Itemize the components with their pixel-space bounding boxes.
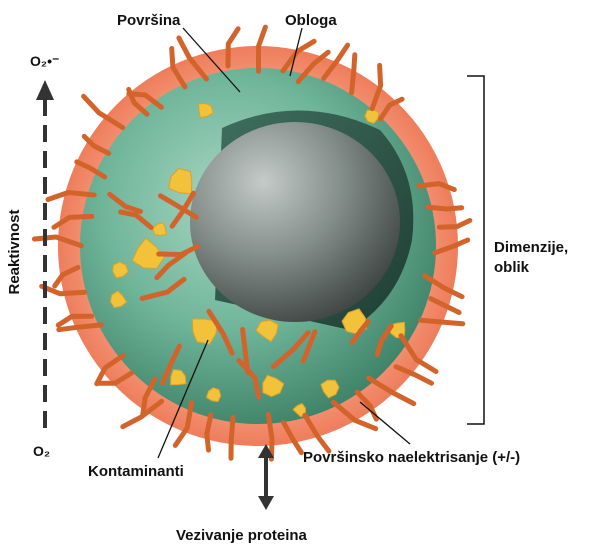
dashed-up-arrow-icon [36, 80, 54, 428]
double-vertical-arrow-icon [258, 444, 274, 510]
size-shape-label-line2: oblik [494, 259, 530, 276]
reactivity-label: Reaktivnost [6, 209, 23, 294]
coating-label: Obloga [285, 12, 337, 29]
particle-core [190, 122, 400, 322]
contaminants-label: Kontaminanti [88, 463, 184, 480]
surface-label: Površina [117, 12, 181, 29]
size-shape-label-line1: Dimenzije, [494, 239, 568, 256]
surface-ligand [428, 207, 462, 209]
surface-ligand [352, 55, 355, 93]
surface-charge-label: Površinsko naelektrisanje (+/-) [303, 449, 520, 466]
protein-binding-label: Vezivanje proteina [176, 527, 308, 544]
o2-radical-label: O₂•⁻ [30, 53, 59, 69]
o2-label: O₂ [33, 443, 50, 459]
surface-ligand [421, 320, 463, 323]
size-bracket [467, 76, 484, 424]
surface-ligand [231, 417, 233, 458]
